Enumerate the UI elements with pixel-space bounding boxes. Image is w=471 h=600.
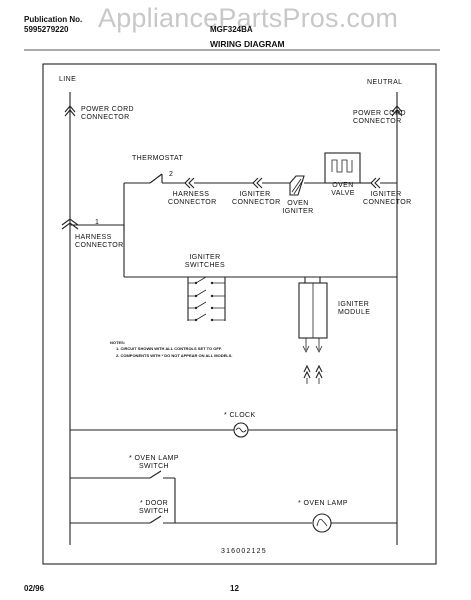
thermostat-label: THERMOSTAT	[132, 155, 184, 162]
line-label: LINE	[59, 76, 77, 83]
igniter-connector-right	[370, 177, 381, 189]
harness-pin-label: 1	[95, 219, 100, 226]
door-switch-contact	[149, 515, 175, 524]
note-2: 2. COMPONENTS WITH * DO NOT APPEAR ON AL…	[116, 353, 233, 358]
publication-number: 5995279220	[24, 25, 69, 34]
oven-lamp-bulb	[312, 513, 332, 533]
oven-valve-body	[324, 152, 361, 184]
model-number: MGF324BA	[210, 25, 253, 34]
neutral-label: NEUTRAL	[367, 79, 403, 86]
igniter-switches	[188, 276, 225, 322]
oven-lamp-switch-contact	[149, 470, 175, 479]
publication-label: Publication No.	[24, 15, 83, 24]
thermostat-contact	[149, 173, 163, 184]
oven-valve-coil	[331, 159, 353, 173]
oven-igniter-element	[289, 175, 305, 196]
spark-electrode-left	[303, 364, 311, 379]
footer-date: 02/96	[24, 584, 45, 593]
igniter-connector-mid	[252, 177, 263, 189]
spark-electrode-right	[315, 364, 323, 379]
module-output-left	[302, 338, 310, 353]
note-1: 1. CIRCUIT SHOWN WITH ALL CONTROLS SET T…	[116, 346, 222, 351]
harness-connector-top	[184, 177, 195, 189]
module-output-right	[315, 338, 323, 353]
watermark: AppliancePartsPros.com	[98, 3, 399, 33]
diagram-title: WIRING DIAGRAM	[210, 39, 285, 49]
thermostat-pin-label: 2	[169, 171, 174, 178]
clock-label: * CLOCK	[224, 412, 256, 419]
oven-lamp-label: * OVEN LAMP	[298, 500, 348, 507]
harness-connector-left	[61, 218, 79, 230]
power-cord-connector-right	[391, 105, 403, 117]
notes-title: NOTES:	[110, 340, 126, 345]
drawing-number: 316002125	[221, 548, 267, 555]
page-number: 12	[230, 584, 239, 593]
diagram-border	[42, 63, 437, 565]
power-cord-connector-left	[64, 105, 76, 117]
